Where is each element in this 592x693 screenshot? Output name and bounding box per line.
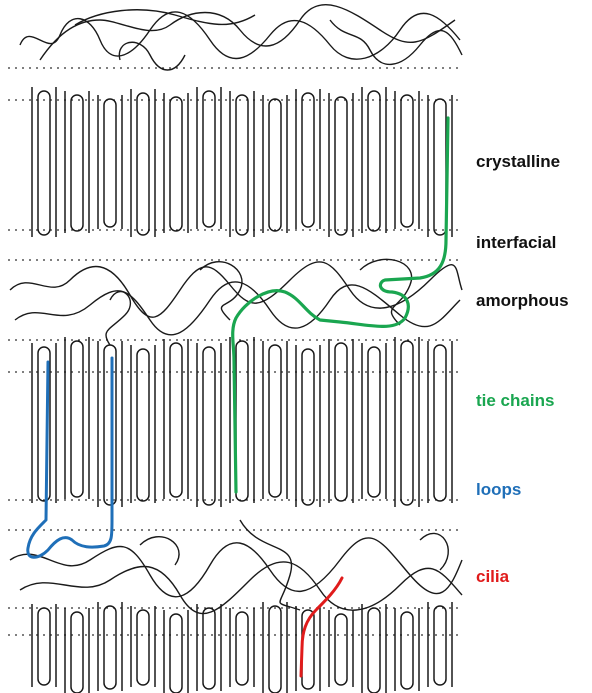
lamella-fold xyxy=(137,349,149,501)
lamella-strand xyxy=(32,87,56,237)
lamella-strand xyxy=(329,93,353,237)
lamella-fold xyxy=(401,612,413,689)
lamella-fold xyxy=(71,612,83,693)
lamella-fold xyxy=(236,612,248,685)
lamella-fold xyxy=(368,608,380,693)
lamella-fold xyxy=(434,606,446,685)
loop-chain-path xyxy=(28,358,112,557)
lamella-strand xyxy=(197,343,221,507)
lamella-fold xyxy=(104,606,116,689)
lamella-fold xyxy=(137,93,149,235)
lamella-fold xyxy=(203,347,215,505)
lamella-fold xyxy=(401,95,413,227)
label-cilia: cilia xyxy=(476,567,509,587)
lamella-strand xyxy=(428,341,452,503)
lamella-fold xyxy=(302,93,314,227)
lamella-strand xyxy=(164,610,188,693)
lamella-fold xyxy=(269,99,281,231)
lamella-strand xyxy=(329,610,353,687)
lamella-strand xyxy=(362,604,386,693)
lamella-strand xyxy=(98,341,122,507)
lamella-fold xyxy=(38,91,50,235)
lamella-strand xyxy=(362,87,386,233)
lamella-fold xyxy=(335,97,347,235)
lamella-strand xyxy=(329,339,353,503)
lamella-strand xyxy=(296,89,320,229)
lamella-strand xyxy=(131,606,155,687)
lamella-strand xyxy=(263,602,287,693)
lamella-fold xyxy=(368,347,380,497)
lamella-strand xyxy=(362,343,386,499)
lamella-fold xyxy=(203,91,215,227)
lamella-fold xyxy=(104,99,116,227)
lamella-strand xyxy=(395,91,419,229)
lamella-strand xyxy=(164,93,188,233)
lamella-strand xyxy=(32,604,56,687)
lamella-fold xyxy=(401,341,413,505)
lamella-strand xyxy=(131,345,155,503)
lamella-strand xyxy=(395,337,419,507)
lamella-fold xyxy=(236,341,248,501)
lamella-fold xyxy=(170,614,182,693)
crystalline-lamellae xyxy=(32,87,452,693)
label-tie-chains: tie chains xyxy=(476,391,554,411)
lamella-strand xyxy=(65,608,89,693)
lamella-fold xyxy=(170,97,182,231)
lamella-strand xyxy=(428,602,452,687)
lamella-strand xyxy=(197,87,221,229)
lamella-fold xyxy=(236,95,248,235)
lamella-fold xyxy=(269,606,281,693)
lamella-strand xyxy=(395,608,419,691)
lamella-strand xyxy=(65,91,89,233)
lamella-strand xyxy=(230,91,254,237)
lamella-fold xyxy=(104,345,116,505)
lamella-strand xyxy=(98,602,122,691)
lamella-strand xyxy=(230,608,254,687)
lamella-fold xyxy=(71,341,83,497)
lamella-strand xyxy=(32,343,56,503)
lamella-fold xyxy=(368,91,380,231)
lamella-strand xyxy=(197,604,221,691)
tie-chain-path xyxy=(233,118,448,492)
label-crystalline: crystalline xyxy=(476,152,560,172)
lamella-fold xyxy=(71,95,83,231)
label-loops: loops xyxy=(476,480,521,500)
lamella-fold xyxy=(269,345,281,497)
lamella-fold xyxy=(137,610,149,685)
lamella-fold xyxy=(203,608,215,689)
lamella-strand xyxy=(164,339,188,499)
lamella-strand xyxy=(131,89,155,237)
lamella-fold xyxy=(434,99,446,235)
lamella-strand xyxy=(263,95,287,233)
lamella-fold xyxy=(335,343,347,501)
lamella-fold xyxy=(434,345,446,501)
lamella-strand xyxy=(98,95,122,229)
lamella-fold xyxy=(335,614,347,685)
amorphous-chains xyxy=(10,5,462,614)
lamella-strand xyxy=(296,345,320,507)
label-interfacial: interfacial xyxy=(476,233,556,253)
lamella-strand xyxy=(65,337,89,499)
lamella-strand xyxy=(263,341,287,499)
lamella-fold xyxy=(170,343,182,497)
label-amorphous: amorphous xyxy=(476,291,569,311)
lamella-fold xyxy=(38,608,50,685)
